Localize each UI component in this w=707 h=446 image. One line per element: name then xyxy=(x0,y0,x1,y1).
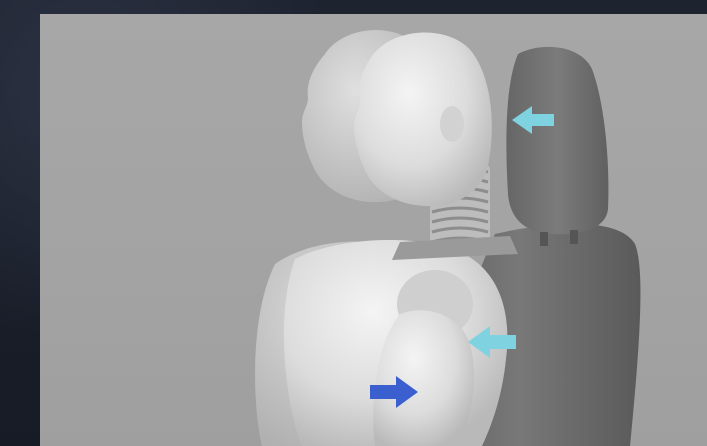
seat-illustration xyxy=(40,14,707,446)
dummy-ear xyxy=(440,106,464,142)
dummy-head xyxy=(354,33,492,207)
seat-headrest xyxy=(506,47,608,234)
headrest-post xyxy=(540,232,548,246)
illustration-panel xyxy=(40,14,707,446)
headrest-post xyxy=(570,230,578,244)
